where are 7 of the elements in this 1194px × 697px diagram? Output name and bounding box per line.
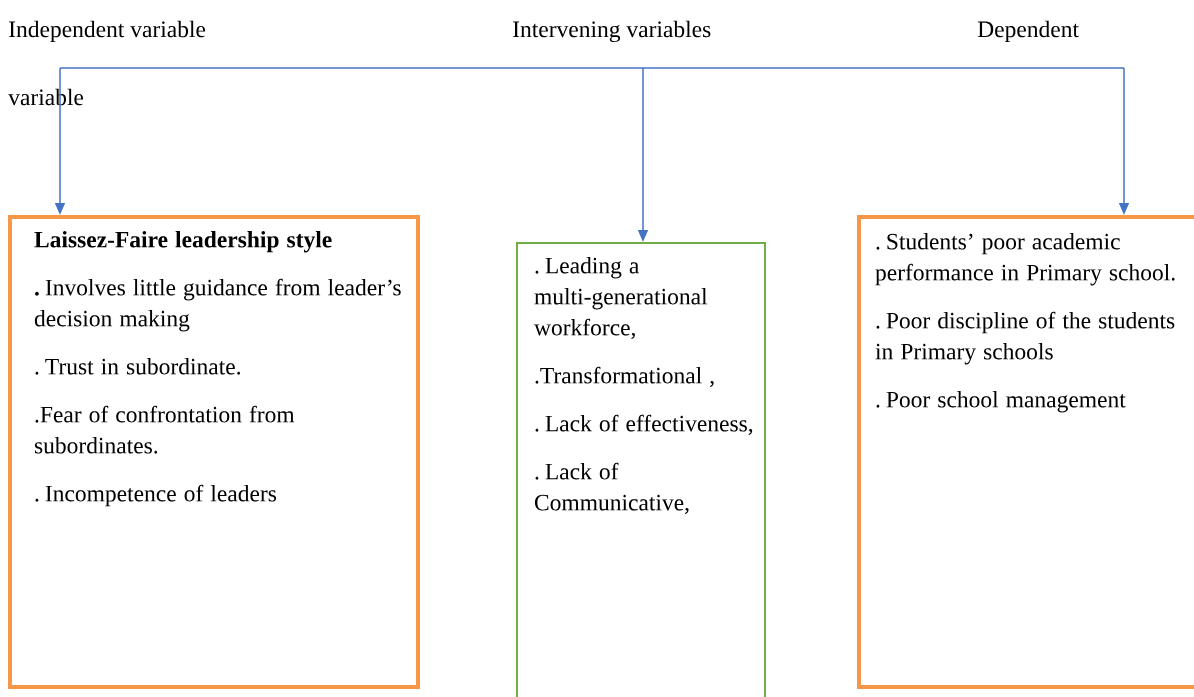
heading-label: Intervening variables bbox=[513, 20, 711, 43]
text-box: Laissez-Faire leadership style . Involves little guidance from leader’s decision making . Trust in subordinate. .Fear of confrontation from subordinates. . Incompetence of leaders bbox=[8, 215, 420, 689]
text-box: . Students’ poor academic performance in Primary school. . Poor discipline of the students in Primary schools . Poor school management bbox=[857, 215, 1194, 689]
text-box: . Leading a multi-generational workforce, .Transformational , . Lack of effectiveness, . Lack of Communicative, bbox=[516, 242, 766, 697]
heading-label: Dependent bbox=[977, 20, 1079, 42]
connector-line bbox=[59, 67, 1125, 69]
heading-label: Independent variable bbox=[9, 20, 206, 42]
